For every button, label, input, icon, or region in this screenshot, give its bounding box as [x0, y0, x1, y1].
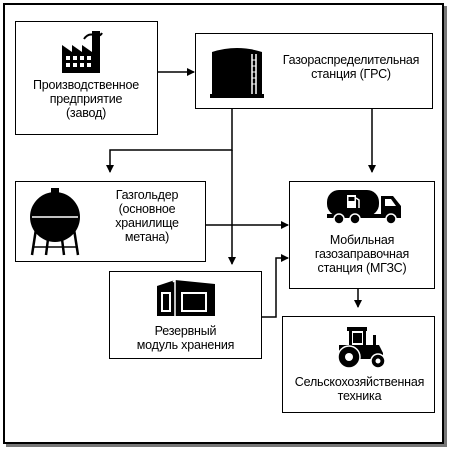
- label-reserve: Резервный модуль хранения: [136, 324, 235, 352]
- tractor-icon: [337, 327, 386, 369]
- outer-frame: [3, 3, 444, 444]
- node-gasholder: Газгольдер (основное хранилище метана): [15, 181, 206, 262]
- tanker-truck-icon: [327, 190, 401, 225]
- node-grs: Газораспределительная станция (ГРС): [195, 33, 433, 109]
- factory-icon: [62, 31, 103, 73]
- label-gasholder: Газгольдер (основное хранилище метана): [115, 188, 179, 244]
- node-agri: Сельскохозяйственная техника: [282, 316, 435, 413]
- storage-tank-icon: [210, 48, 264, 98]
- label-agri: Сельскохозяйственная техника: [294, 375, 425, 403]
- label-factory: Производственное предприятие (завод): [32, 78, 139, 120]
- arrow-grs-to-gasholder: [106, 109, 233, 173]
- label-mgzs: Мобильная газозаправочная станция (МГЗС): [314, 233, 410, 275]
- node-mgzs: Мобильная газозаправочная станция (МГЗС): [289, 181, 435, 289]
- label-grs: Газораспределительная станция (ГРС): [282, 53, 420, 81]
- arrow-reserve-to-mgzs: [262, 254, 289, 318]
- node-factory: Производственное предприятие (завод): [15, 21, 158, 135]
- spherical-tank-icon: [30, 188, 80, 256]
- node-reserve: Резервный модуль хранения: [109, 271, 262, 359]
- storage-module-icon: [157, 278, 215, 316]
